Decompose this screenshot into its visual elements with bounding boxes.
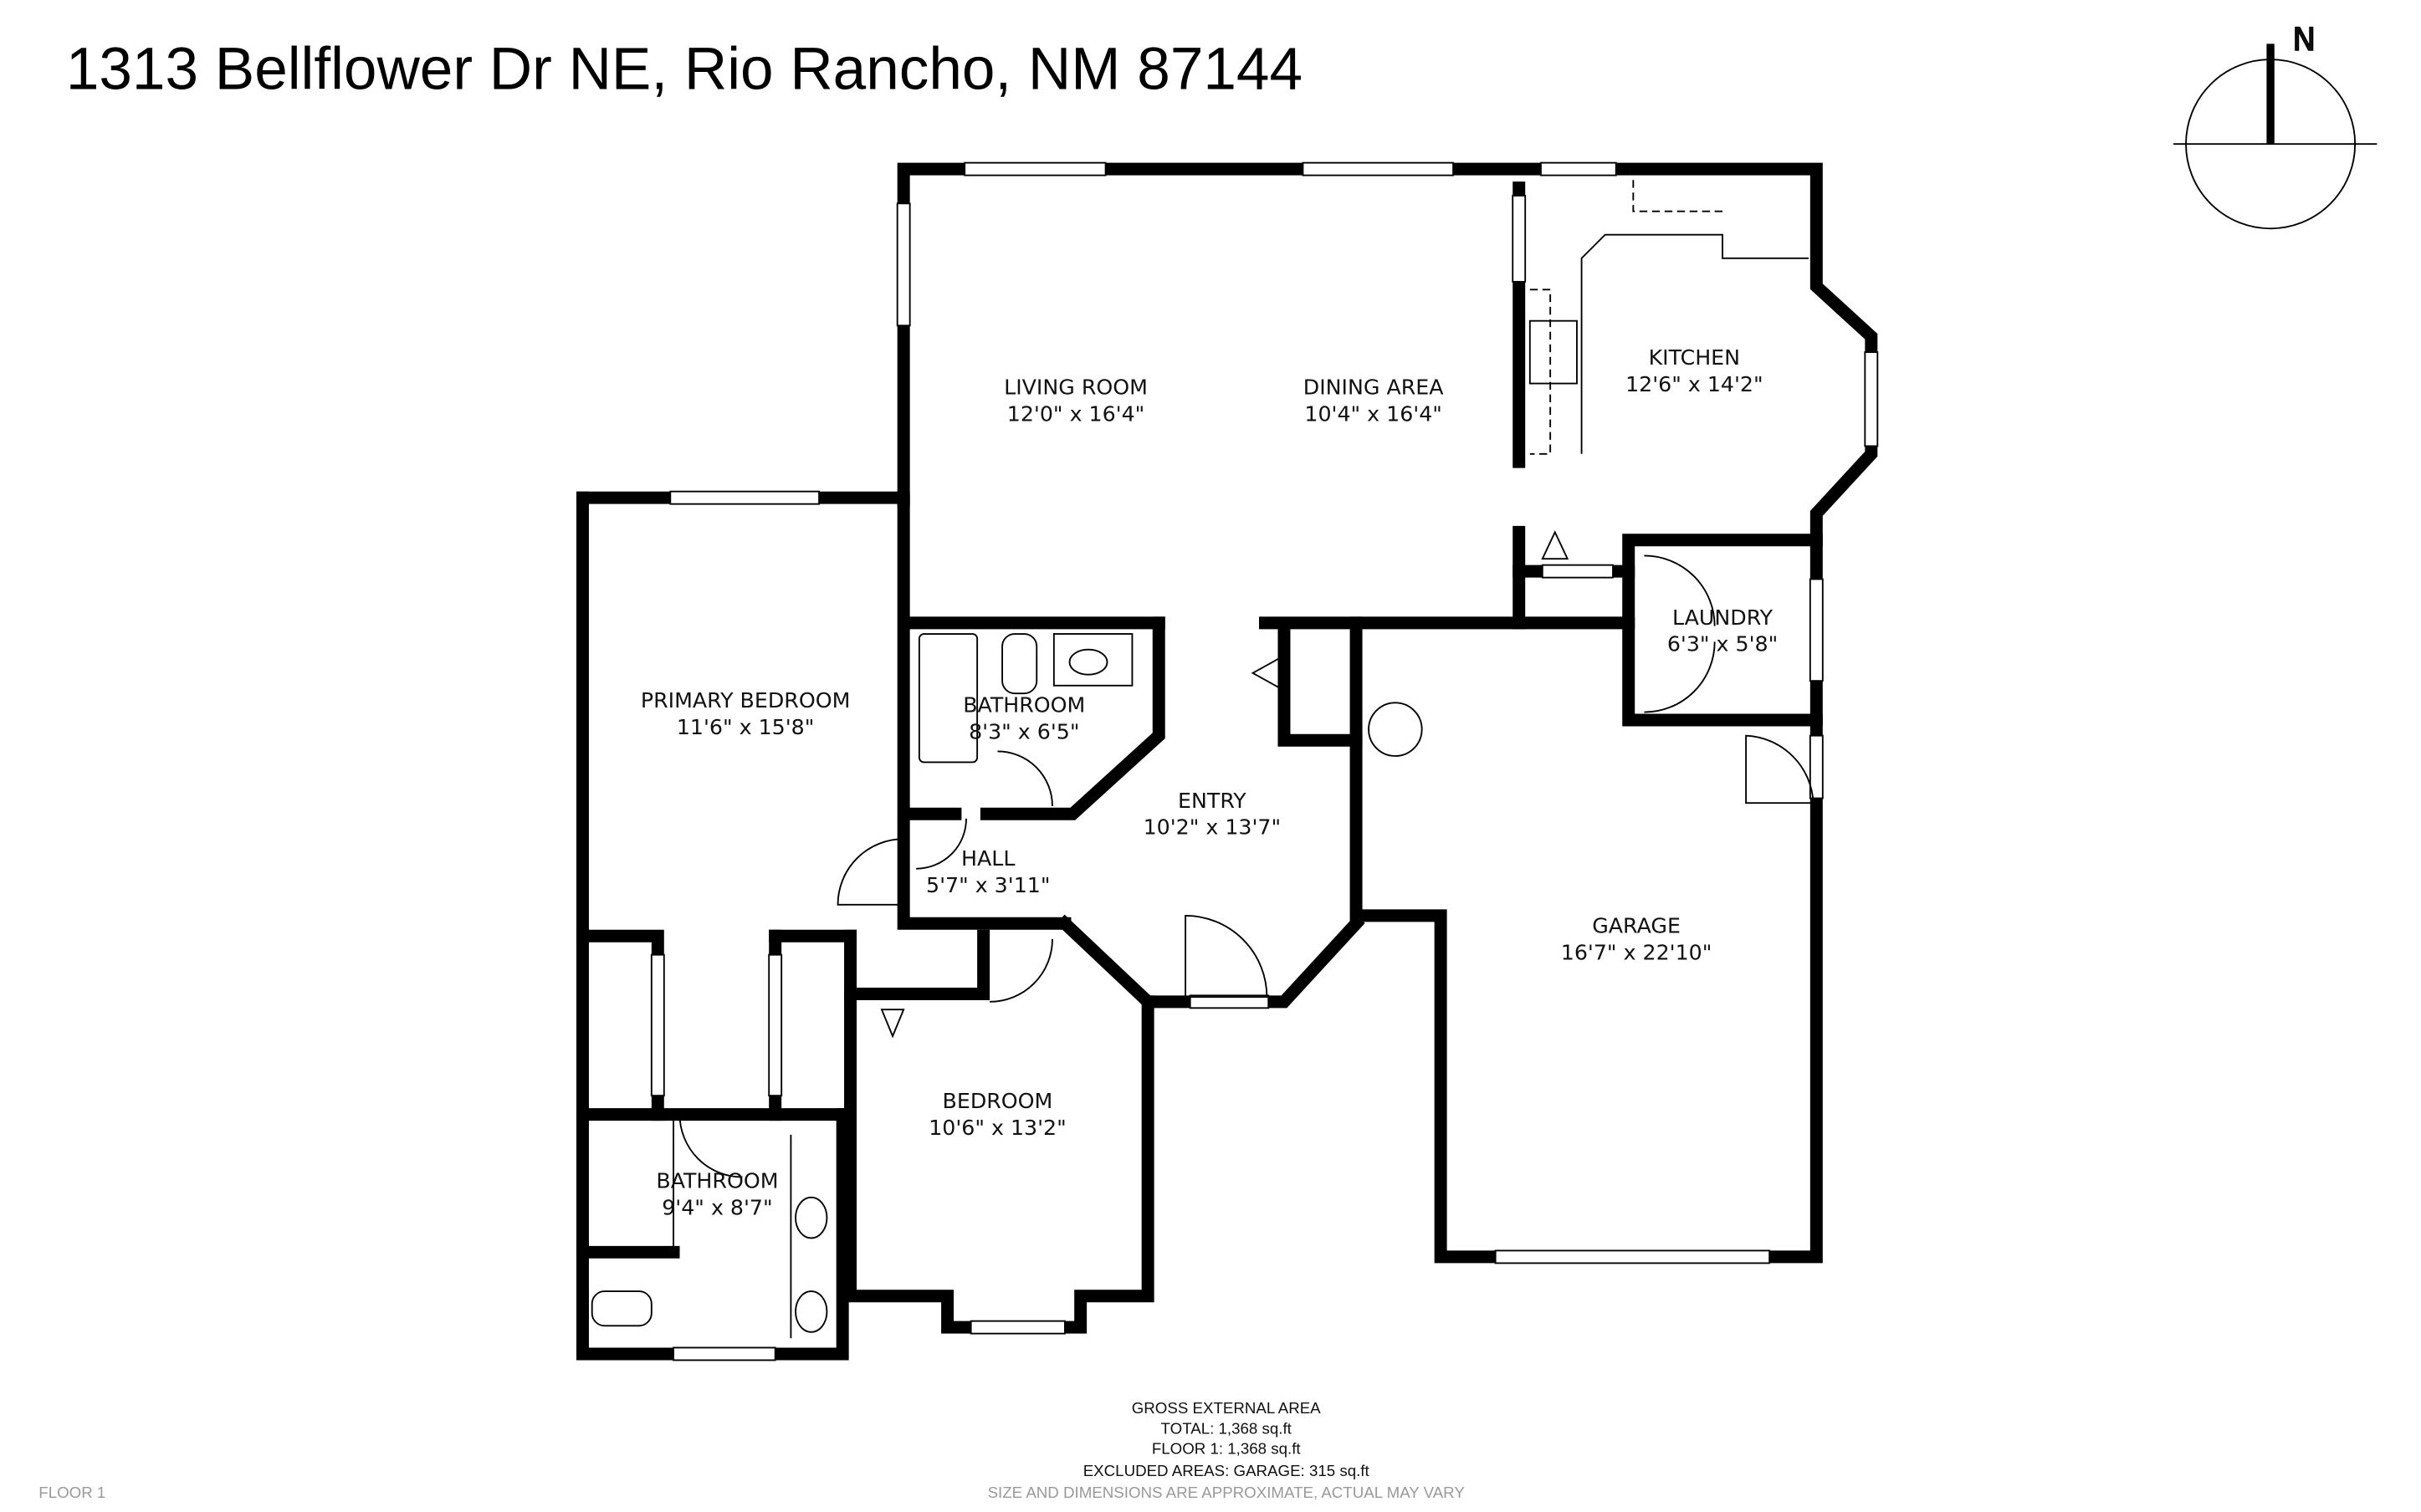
room-size: 10'6" x 13'2" bbox=[929, 1116, 1067, 1140]
bathtub-icon bbox=[918, 633, 979, 764]
room-size: 10'4" x 16'4" bbox=[1304, 401, 1442, 426]
room-size: 16'7" x 22'10" bbox=[1561, 940, 1712, 964]
sink-icon bbox=[1052, 633, 1134, 687]
fixtures bbox=[591, 180, 1814, 1339]
windows bbox=[650, 161, 1879, 1361]
toilet-icon bbox=[1001, 633, 1038, 695]
door-swing bbox=[1745, 734, 1814, 805]
room-size: 11'6" x 15'8" bbox=[677, 715, 815, 739]
room-name: DINING AREA bbox=[1303, 375, 1444, 400]
room-size: 9'4" x 8'7" bbox=[662, 1195, 772, 1219]
room-size: 10'2" x 13'7" bbox=[1144, 815, 1282, 840]
area-total: TOTAL: 1,368 sq.ft bbox=[1161, 1419, 1292, 1437]
room-size: 12'6" x 14'2" bbox=[1625, 372, 1763, 396]
room-size: 5'7" x 3'11" bbox=[926, 873, 1050, 897]
toilet-icon bbox=[591, 1290, 653, 1327]
compass: N bbox=[2173, 20, 2377, 230]
north-label: N bbox=[2292, 21, 2316, 58]
room-name: GARAGE bbox=[1592, 913, 1681, 937]
area-excluded: EXCLUDED AREAS: GARAGE: 315 sq.ft bbox=[1083, 1462, 1370, 1479]
room-name: BEDROOM bbox=[943, 1089, 1053, 1113]
room-name: BATHROOM bbox=[656, 1169, 778, 1193]
room-size: 6'3" x 5'8" bbox=[1667, 632, 1778, 656]
room-name: PRIMARY BEDROOM bbox=[641, 688, 850, 713]
room-labels: LIVING ROOM 12'0" x 16'4" DINING AREA 10… bbox=[641, 345, 1778, 1219]
room-name: LAUNDRY bbox=[1672, 605, 1774, 630]
room-name: ENTRY bbox=[1178, 789, 1246, 813]
area-summary: GROSS EXTERNAL AREA TOTAL: 1,368 sq.ft F… bbox=[988, 1399, 1466, 1501]
sink-icon bbox=[795, 1290, 828, 1333]
room-size: 12'0" x 16'4" bbox=[1007, 401, 1145, 426]
area-heading: GROSS EXTERNAL AREA bbox=[1132, 1399, 1321, 1417]
room-name: HALL bbox=[961, 846, 1015, 871]
area-floor1: FLOOR 1: 1,368 sq.ft bbox=[1152, 1440, 1302, 1458]
stove-icon bbox=[1528, 319, 1578, 385]
room-size: 8'3" x 6'5" bbox=[969, 719, 1079, 743]
page-title: 1313 Bellflower Dr NE, Rio Rancho, NM 87… bbox=[66, 37, 1303, 103]
room-name: LIVING ROOM bbox=[1004, 375, 1148, 400]
floor-label: FLOOR 1 bbox=[38, 1484, 105, 1501]
room-name: BATHROOM bbox=[963, 693, 1085, 718]
room-name: KITCHEN bbox=[1649, 345, 1740, 370]
water-heater-icon bbox=[1368, 702, 1423, 757]
disclaimer: SIZE AND DIMENSIONS ARE APPROXIMATE, ACT… bbox=[988, 1484, 1466, 1501]
sink-icon bbox=[795, 1196, 828, 1239]
